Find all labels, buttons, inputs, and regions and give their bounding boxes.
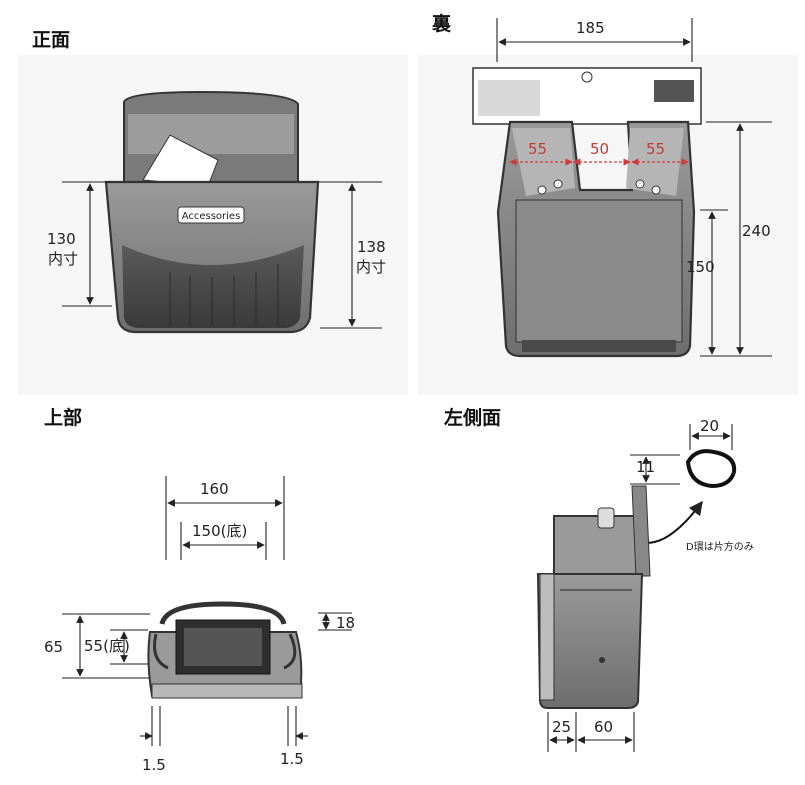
back-seg-right: 55 xyxy=(646,140,665,158)
front-dim-height-outer: 130 xyxy=(47,230,76,248)
back-rivet-1 xyxy=(537,185,547,195)
side-dim-ring-height: 11 xyxy=(636,458,655,476)
d-ring-icon xyxy=(685,449,737,489)
top-side-strap-right xyxy=(283,633,297,670)
front-dim-height-inner: 138 xyxy=(357,238,386,256)
top-title: 上部 xyxy=(44,406,82,429)
back-rivet-3 xyxy=(635,179,645,189)
side-panel: 左側面 20 11 D環は片方のみ 25 60 xyxy=(444,406,754,752)
top-panel: 上部 160 150(底) 65 55(底) 18 xyxy=(44,406,355,774)
side-title: 左側面 xyxy=(444,406,501,429)
front-dim-height-outer-note: 内寸 xyxy=(48,250,78,268)
top-dim-depth-bottom: 55(底) xyxy=(84,637,130,655)
front-brand-label-text: Accessories xyxy=(182,211,241,222)
side-d-ring-tab xyxy=(597,507,615,529)
top-dim-edge-right: 1.5 xyxy=(280,750,304,768)
top-side-strap-left xyxy=(153,633,169,670)
side-pocket xyxy=(536,573,644,709)
back-card-graphic xyxy=(478,80,540,116)
side-rivet xyxy=(599,657,605,663)
top-dim-width-outer: 160 xyxy=(200,480,229,498)
side-d-ring-strap xyxy=(631,485,651,577)
back-seg-mid: 50 xyxy=(590,140,609,158)
back-title: 裏 xyxy=(431,12,452,35)
front-dim-height-inner-note: 内寸 xyxy=(356,258,386,276)
side-dim-depth-large: 60 xyxy=(594,718,613,736)
top-bag-inner xyxy=(184,628,262,666)
back-dim-width: 185 xyxy=(576,19,605,37)
back-dim-height-body: 150 xyxy=(686,258,715,276)
top-dim-rim: 18 xyxy=(336,614,355,632)
back-card-hole xyxy=(581,71,593,83)
front-stitch-lines xyxy=(169,264,279,326)
top-dim-depth-outer: 65 xyxy=(44,638,63,656)
front-title: 正面 xyxy=(32,29,70,51)
top-handle-arc xyxy=(159,601,287,625)
back-card-barcode xyxy=(654,80,694,102)
back-rivet-4 xyxy=(651,185,661,195)
back-rivet-2 xyxy=(553,179,563,189)
back-dim-height-total: 240 xyxy=(742,222,771,240)
back-bottom-band xyxy=(522,340,676,352)
side-ring-note: D環は片方のみ xyxy=(686,540,754,553)
top-bag-bottom xyxy=(151,683,303,699)
top-dim-width-bottom: 150(底) xyxy=(192,522,247,540)
front-rim-band xyxy=(128,114,294,154)
side-dim-depth-small: 25 xyxy=(552,718,571,736)
front-brand-label xyxy=(177,206,245,224)
back-seg-left: 55 xyxy=(528,140,547,158)
top-dim-edge-left: 1.5 xyxy=(142,756,166,774)
side-front-gusset xyxy=(539,573,555,701)
back-belt-panel xyxy=(515,199,683,343)
side-dim-ring-width: 20 xyxy=(700,417,719,435)
front-lower-panel xyxy=(122,245,304,328)
back-panel: 裏 55 50 55 185 240 150 xyxy=(431,12,772,358)
front-panel: 正面 Accessories 130 内寸 138 内寸 xyxy=(32,29,386,334)
